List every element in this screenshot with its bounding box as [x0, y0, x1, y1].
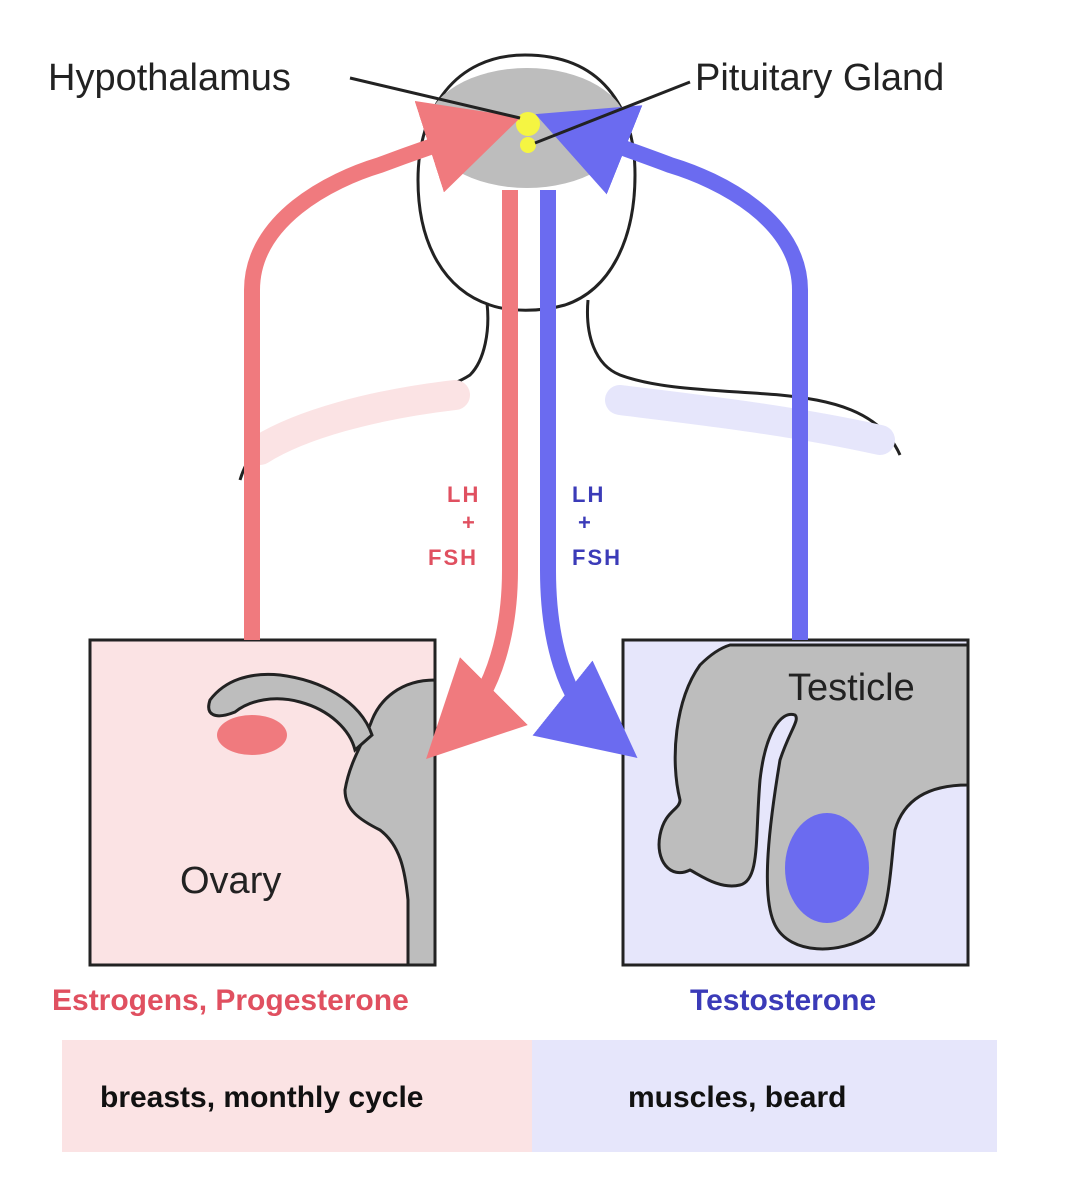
- male-lh-text: LH: [572, 482, 605, 507]
- male-fsh-text: FSH: [572, 545, 622, 570]
- testicle-panel: Testicle: [621, 638, 970, 967]
- pituitary-label: Pituitary Gland: [695, 57, 944, 99]
- female-effects-band: [62, 1040, 532, 1152]
- testis-shape: [785, 813, 869, 923]
- female-fsh-text: FSH: [428, 545, 478, 570]
- male-feedback-arrow: [535, 105, 808, 640]
- ovary-shape: [217, 715, 287, 755]
- male-effects-label: muscles, beard: [628, 1081, 846, 1114]
- hypothalamus-label: Hypothalamus: [48, 57, 291, 99]
- female-lh-text: LH: [447, 482, 480, 507]
- hypothalamus-callout-line: [349, 76, 521, 120]
- uterus-shape: [343, 678, 437, 967]
- ovary-panel: Ovary: [88, 638, 437, 967]
- testicle-label: Testicle: [788, 667, 915, 709]
- female-effects-label: breasts, monthly cycle: [100, 1081, 423, 1114]
- male-effects-band: [532, 1040, 997, 1152]
- hypothalamus-dot: [516, 112, 540, 136]
- ovary-label: Ovary: [180, 860, 281, 902]
- male-plus-text: +: [578, 510, 593, 535]
- testicle-body-shape: [657, 643, 970, 951]
- shoulder-shade-right: [605, 385, 895, 455]
- female-plus-text: +: [462, 510, 477, 535]
- pituitary-callout-line: [534, 80, 691, 145]
- pituitary-dot: [520, 137, 536, 153]
- female-feedback-arrow: [244, 100, 521, 640]
- female-hormones-label: Estrogens, Progesterone: [52, 984, 409, 1017]
- male-lh-fsh-label: LH + FSH: [572, 482, 622, 570]
- male-hormones-label: Testosterone: [690, 984, 876, 1017]
- shoulder-shade-left: [245, 380, 470, 465]
- female-lh-fsh-label: LH + FSH: [428, 482, 480, 570]
- female-lh-fsh-arrow: [426, 190, 528, 759]
- neck-right: [585, 299, 902, 456]
- fallopian-tube: [207, 672, 374, 753]
- male-lh-fsh-arrow: [532, 190, 638, 759]
